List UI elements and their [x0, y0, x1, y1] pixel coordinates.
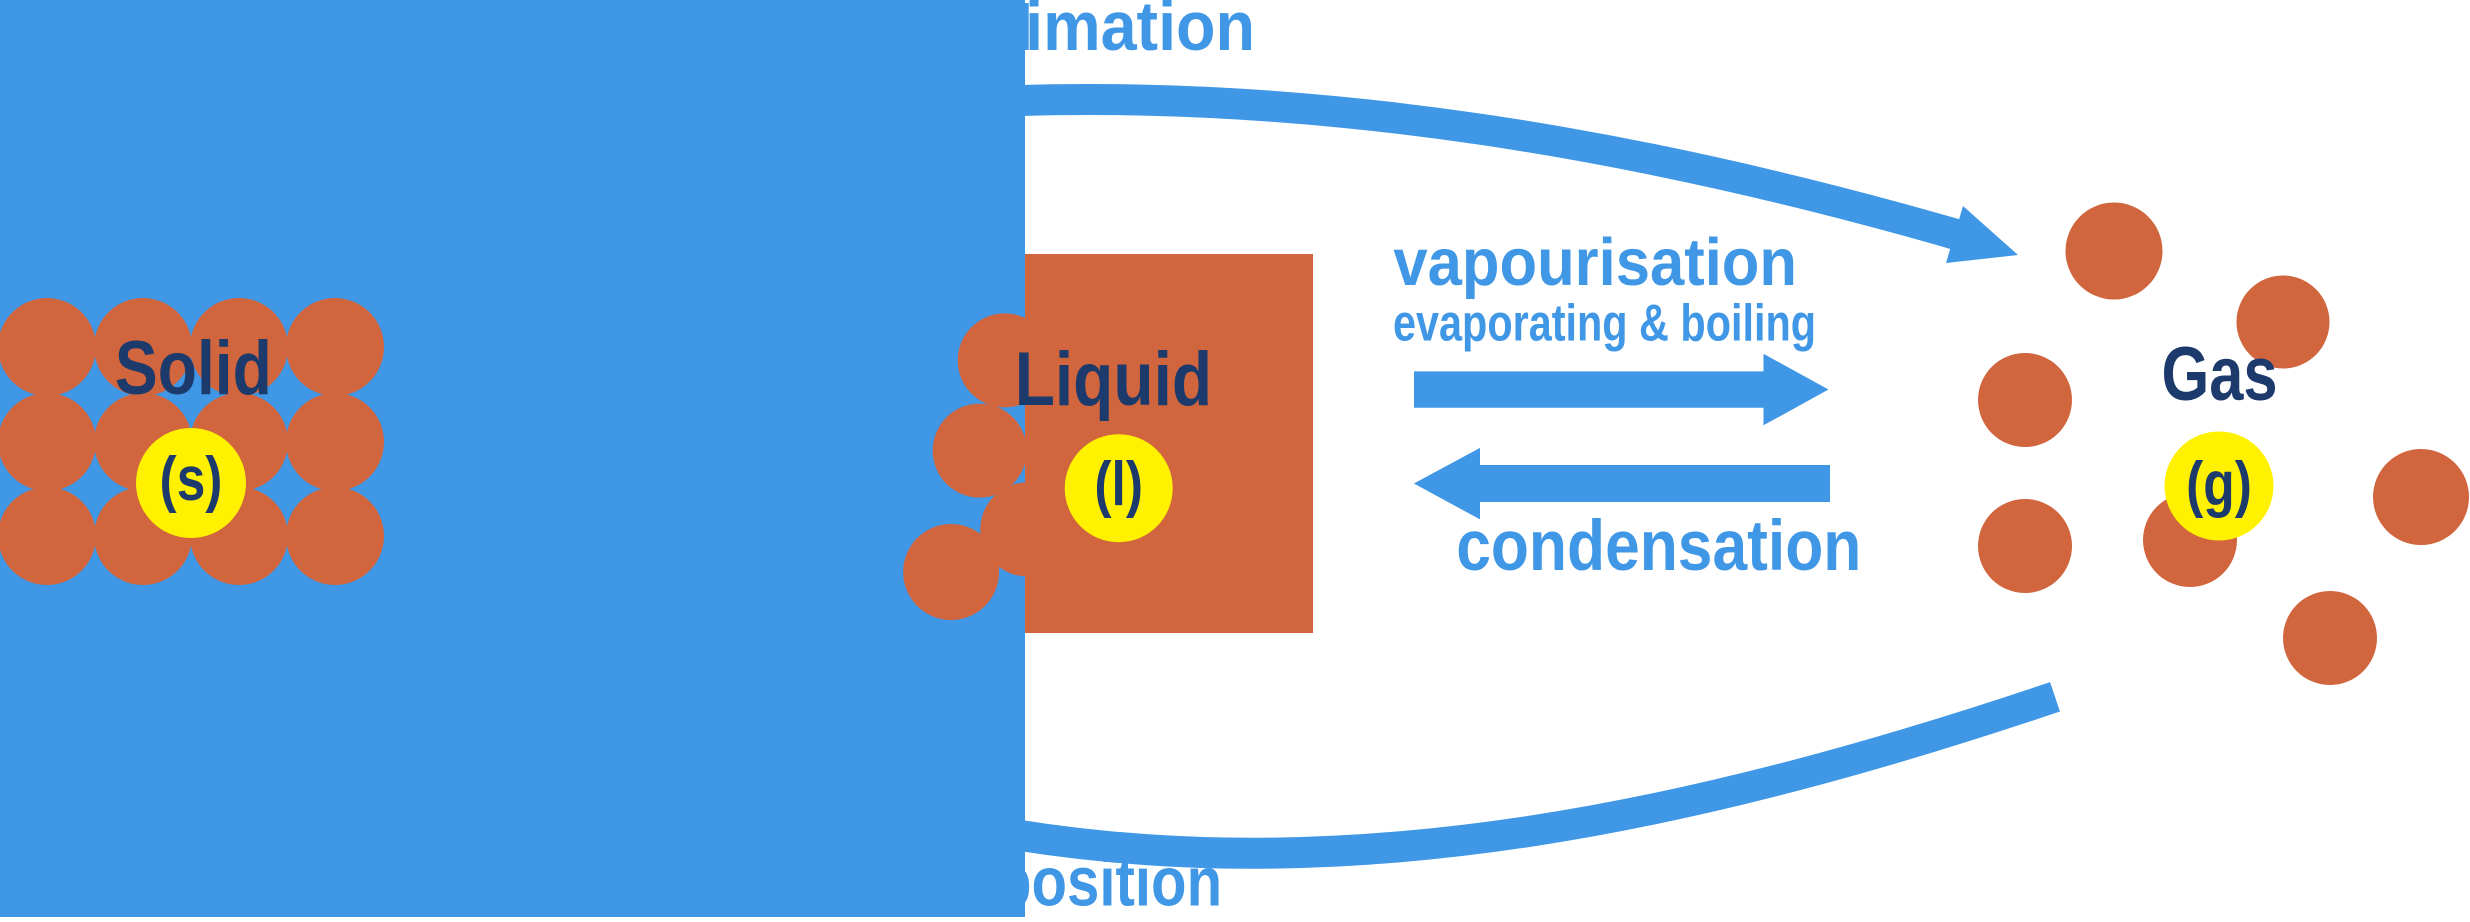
svg-text:Liquid: Liquid — [1015, 338, 1212, 422]
svg-text:(l): (l) — [1094, 450, 1143, 520]
svg-text:condensation: condensation — [1456, 507, 1861, 586]
svg-text:Solid: Solid — [115, 325, 272, 410]
svg-text:vapourisation: vapourisation — [1393, 225, 1797, 300]
svg-text:(s): (s) — [160, 445, 223, 515]
svg-text:evaporating & boiling: evaporating & boiling — [1393, 293, 1816, 352]
svg-text:(g): (g) — [2186, 450, 2252, 520]
svg-text:Gas: Gas — [2162, 331, 2278, 417]
